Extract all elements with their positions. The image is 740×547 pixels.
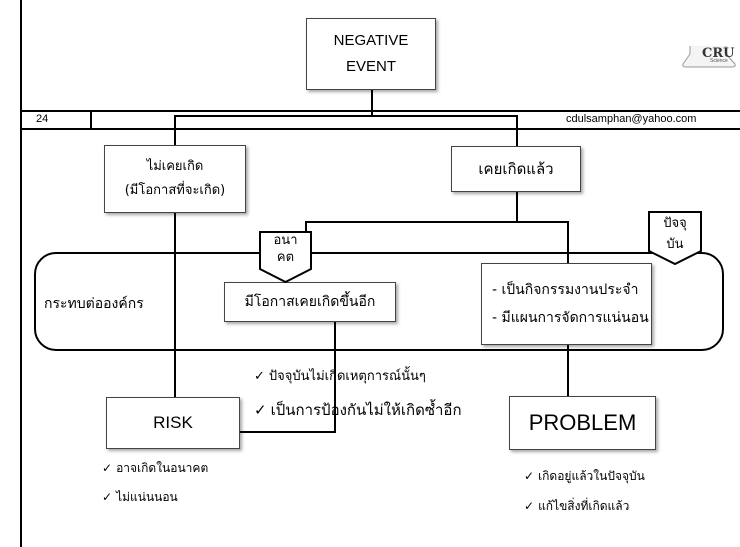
present-tag: ปัจจุ บัน bbox=[647, 211, 703, 265]
impact-band bbox=[34, 252, 724, 351]
flask-logo-icon bbox=[682, 46, 736, 68]
branch-right-drop bbox=[516, 115, 518, 147]
branch-bar bbox=[174, 115, 518, 117]
problem-note-1-text: เกิดอยู่แล้วในปัจจุบัน bbox=[538, 469, 645, 483]
check-mark-icon: ✓ bbox=[102, 461, 113, 475]
present-tag-line1: ปัจจุ bbox=[663, 216, 687, 231]
check-mark-icon: ✓ bbox=[102, 490, 113, 504]
recur-chance-label: มีโอกาสเคยเกิดขึ้นอีก bbox=[244, 294, 376, 310]
left-border bbox=[20, 0, 22, 547]
header-divider-bottom bbox=[20, 128, 740, 130]
risk-label: RISK bbox=[153, 413, 193, 432]
branch-left-drop bbox=[174, 115, 176, 147]
check-mark-icon: ✓ bbox=[254, 401, 267, 419]
present-tag-shape bbox=[648, 211, 702, 265]
routine-line2: - มีแผนการจัดการแน่นอน bbox=[492, 310, 649, 326]
impact-label: กระทบต่อองค์กร bbox=[44, 296, 144, 312]
problem-box: PROBLEM bbox=[509, 396, 656, 450]
present-tag-line2: บัน bbox=[666, 237, 684, 252]
middle-note-2: ✓เป็นการป้องกันไม่ให้เกิดซ้ำอีก bbox=[254, 398, 462, 422]
future-tag: อนา คต bbox=[258, 231, 313, 283]
check-mark-icon: ✓ bbox=[524, 499, 535, 513]
page-number: 24 bbox=[36, 113, 49, 125]
never-happened-line1: ไม่เคยเกิด bbox=[146, 159, 204, 174]
happened-stem bbox=[516, 190, 518, 222]
future-tag-shape bbox=[259, 231, 312, 283]
middle-note-2-text: เป็นการป้องกันไม่ให้เกิดซ้ำอีก bbox=[270, 401, 462, 419]
event-stem bbox=[371, 90, 373, 116]
routine-to-problem bbox=[567, 345, 569, 397]
risk-note-2-text: ไม่แน่นนอน bbox=[116, 490, 178, 504]
routine-line1: - เป็นกิจกรรมงานประจำ bbox=[492, 282, 639, 298]
risk-note-1-text: อาจเกิดในอนาคต bbox=[116, 461, 209, 475]
negative-event-line1: NEGATIVE bbox=[333, 32, 409, 49]
recur-chance-box: มีโอกาสเคยเกิดขึ้นอีก bbox=[224, 282, 396, 322]
logo-text: CRU bbox=[702, 46, 735, 61]
check-mark-icon: ✓ bbox=[524, 469, 535, 483]
check-mark-icon: ✓ bbox=[254, 369, 265, 384]
logo-subtext: Science bbox=[710, 58, 728, 64]
recur-down bbox=[334, 322, 336, 432]
header-tick bbox=[90, 110, 92, 129]
split-bar bbox=[305, 221, 569, 223]
negative-event-box: NEGATIVE EVENT bbox=[306, 18, 436, 90]
risk-box: RISK bbox=[106, 397, 240, 449]
recur-to-risk bbox=[240, 431, 336, 433]
problem-note-2-text: แก้ไขสิ่งที่เกิดแล้ว bbox=[538, 499, 630, 513]
problem-label: PROBLEM bbox=[528, 410, 637, 435]
risk-note-2: ✓ไม่แน่นนอน bbox=[102, 488, 178, 507]
happened-label: เคยเกิดแล้ว bbox=[478, 160, 554, 178]
split-right-drop bbox=[567, 221, 569, 263]
never-happened-line2: (มีโอกาสที่จะเกิด) bbox=[124, 183, 226, 198]
happened-box: เคยเกิดแล้ว bbox=[451, 146, 581, 192]
future-tag-line2: คต bbox=[276, 250, 295, 265]
future-tag-line1: อนา bbox=[273, 233, 298, 248]
header-email: cdulsamphan@yahoo.com bbox=[566, 113, 697, 125]
cru-logo: CRU Science bbox=[680, 44, 738, 68]
risk-note-1: ✓อาจเกิดในอนาคต bbox=[102, 459, 208, 478]
middle-note-1-text: ปัจจุบันไม่เกิดเหตุการณ์นั้นๆ bbox=[268, 369, 426, 384]
middle-note-1: ✓ปัจจุบันไม่เกิดเหตุการณ์นั้นๆ bbox=[254, 365, 426, 386]
header-divider-top bbox=[20, 110, 740, 112]
never-happened-box: ไม่เคยเกิด (มีโอกาสที่จะเกิด) bbox=[104, 145, 246, 213]
routine-box: - เป็นกิจกรรมงานประจำ - มีแผนการจัดการแน… bbox=[481, 263, 652, 345]
problem-note-1: ✓เกิดอยู่แล้วในปัจจุบัน bbox=[524, 467, 645, 486]
never-to-risk bbox=[174, 212, 176, 397]
problem-note-2: ✓แก้ไขสิ่งที่เกิดแล้ว bbox=[524, 497, 629, 516]
negative-event-line2: EVENT bbox=[345, 58, 396, 75]
